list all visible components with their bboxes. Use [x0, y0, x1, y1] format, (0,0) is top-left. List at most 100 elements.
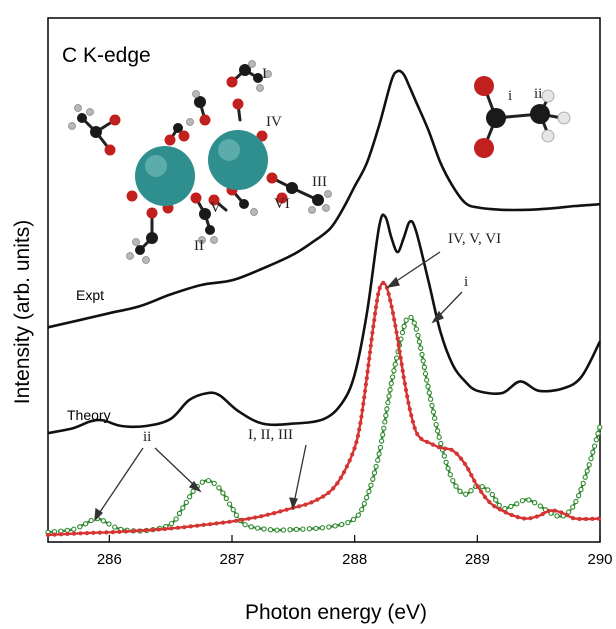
series-marker-red — [297, 504, 302, 509]
series-marker-green — [338, 521, 345, 528]
series-marker-green — [413, 326, 420, 332]
series-marker-red — [397, 349, 402, 354]
series-marker-red — [454, 451, 459, 456]
series-marker-red — [419, 436, 424, 441]
series-marker-red — [515, 515, 520, 520]
series-marker-green — [359, 506, 365, 513]
series-marker-red — [326, 490, 331, 495]
series-marker-red — [395, 336, 400, 341]
series-marker-green — [457, 488, 463, 494]
series-marker-red — [394, 330, 399, 335]
series-marker-green — [384, 406, 390, 412]
series-marker-red — [388, 298, 393, 303]
series-marker-green — [319, 525, 326, 531]
series-marker-green — [380, 432, 386, 438]
series-marker-green — [199, 479, 205, 485]
series-marker-red — [509, 512, 514, 518]
metal-atom-right — [208, 130, 268, 190]
series-marker-red — [559, 510, 564, 515]
series-marker-red — [371, 324, 376, 329]
series-marker-red — [278, 509, 283, 514]
series-marker-green — [427, 396, 434, 402]
series-marker-red — [253, 515, 258, 520]
series-marker-red — [359, 414, 364, 419]
series-marker-red — [104, 530, 109, 535]
series-marker-green — [450, 477, 456, 484]
series-marker-red — [390, 311, 396, 316]
series-marker-red — [78, 531, 83, 536]
series-marker-red — [338, 475, 343, 480]
series-marker-green — [248, 524, 254, 530]
series-marker-red — [341, 470, 347, 475]
series-marker-green — [293, 526, 300, 533]
series-marker-green — [261, 526, 267, 532]
series-marker-red — [265, 512, 270, 517]
series-marker-red — [84, 531, 90, 536]
series-marker-red — [483, 495, 488, 500]
series-marker-red — [436, 445, 441, 450]
series-marker-red — [369, 337, 374, 342]
series-marker-red — [528, 516, 533, 521]
series-marker-red — [149, 527, 154, 533]
series-marker-green — [508, 503, 514, 510]
series-marker-red — [409, 413, 414, 418]
series-marker-green — [426, 390, 432, 396]
series-marker-red — [370, 330, 375, 335]
series-marker-red — [462, 461, 467, 466]
series-marker-green — [399, 329, 406, 336]
series-marker-green — [391, 368, 397, 374]
series-marker-green — [433, 421, 439, 428]
series-marker-red — [373, 311, 378, 316]
series-marker-green — [468, 488, 474, 494]
series-marker-red — [368, 343, 373, 348]
series-marker-green — [88, 517, 94, 524]
series-marker-green — [378, 438, 385, 444]
series-marker-green — [226, 501, 233, 507]
series-marker-green — [190, 488, 196, 494]
series-marker-red — [220, 520, 226, 525]
series-marker-green — [392, 361, 398, 367]
series-marker-green — [584, 468, 590, 474]
series-marker-green — [434, 428, 441, 434]
series-marker-red — [443, 446, 448, 451]
annotation-arrow-ii-right — [154, 447, 197, 488]
series-marker-green — [445, 465, 451, 472]
series-marker-green — [287, 527, 293, 533]
series-marker-green — [211, 480, 217, 487]
series-marker-green — [326, 524, 332, 530]
series-marker-red — [376, 292, 381, 297]
series-marker-red — [365, 369, 370, 374]
acetate-molecule-illustration — [474, 76, 571, 158]
series-marker-red — [355, 433, 361, 438]
series-marker-red — [412, 425, 417, 431]
series-marker-red — [492, 504, 497, 509]
series-marker-green — [593, 437, 599, 443]
series-marker-green — [590, 449, 596, 455]
series-marker-green — [77, 524, 83, 530]
series-marker-green — [106, 521, 112, 527]
series-marker-red — [344, 464, 349, 469]
series-marker-red — [361, 401, 366, 406]
site-label-V: V — [210, 200, 221, 216]
series-marker-red — [392, 317, 397, 322]
series-marker-green — [183, 499, 189, 506]
series-marker-green — [274, 527, 280, 533]
series-marker-green — [205, 477, 212, 484]
series-marker-red — [321, 494, 326, 499]
series-marker-green — [595, 430, 601, 437]
series-marker-green — [489, 491, 495, 498]
series-marker-red — [357, 427, 362, 432]
annotation-arrow-ivvvi — [391, 251, 441, 285]
series-marker-green — [573, 498, 579, 505]
series-marker-green — [388, 380, 394, 387]
series-line-theory — [47, 213, 602, 435]
series-marker-red — [407, 407, 412, 412]
series-marker-green — [168, 520, 175, 527]
series-marker-red — [377, 286, 382, 291]
series-marker-red — [396, 343, 401, 348]
series-marker-red — [110, 530, 115, 535]
series-marker-green — [582, 474, 588, 480]
series-marker-red — [352, 446, 357, 451]
series-marker-red — [570, 516, 576, 521]
